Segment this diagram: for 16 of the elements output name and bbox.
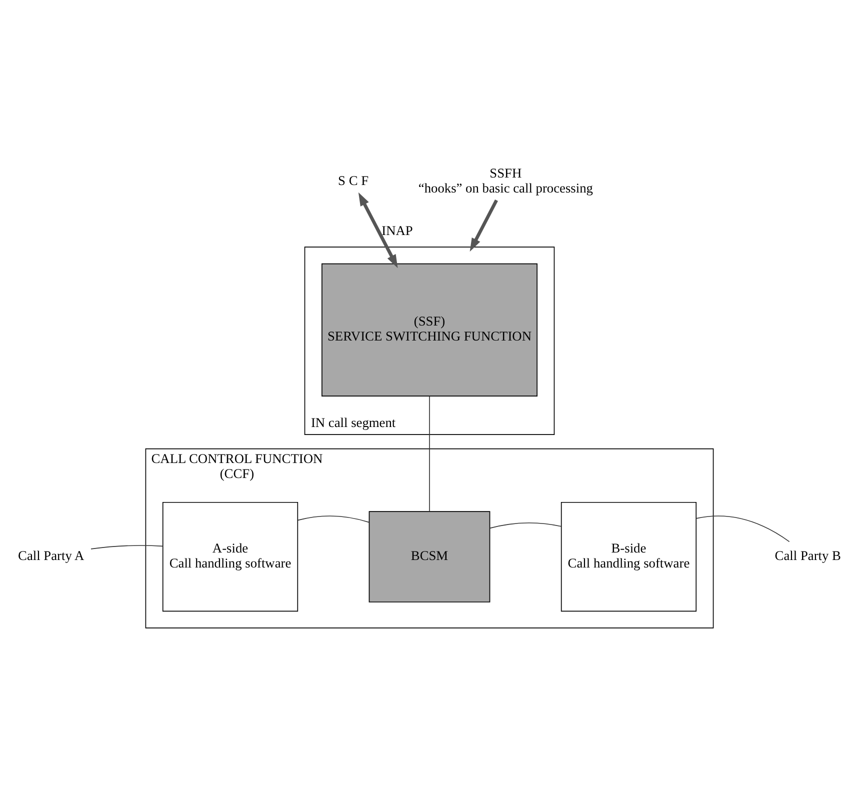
connector: [696, 516, 790, 542]
arrow: [470, 200, 498, 252]
connector: [429, 396, 430, 512]
node-text: SSFH “hooks” on basic call processing: [418, 165, 593, 196]
connector: [489, 522, 562, 529]
connector: [298, 516, 370, 523]
node-box: (SSF) SERVICE SWITCHING FUNCTION: [322, 263, 538, 396]
node-box: A-side Call handling software: [162, 502, 298, 612]
node-text: Call Party A: [18, 548, 84, 563]
node-box: B-side Call handling software: [560, 502, 697, 612]
node-text: Call Party B: [774, 548, 841, 563]
node-box: BCSM: [368, 511, 490, 602]
connector: [90, 545, 164, 550]
arrow: [358, 192, 398, 268]
edge-label: INAP: [382, 223, 413, 238]
node-text: S C F: [338, 172, 369, 188]
